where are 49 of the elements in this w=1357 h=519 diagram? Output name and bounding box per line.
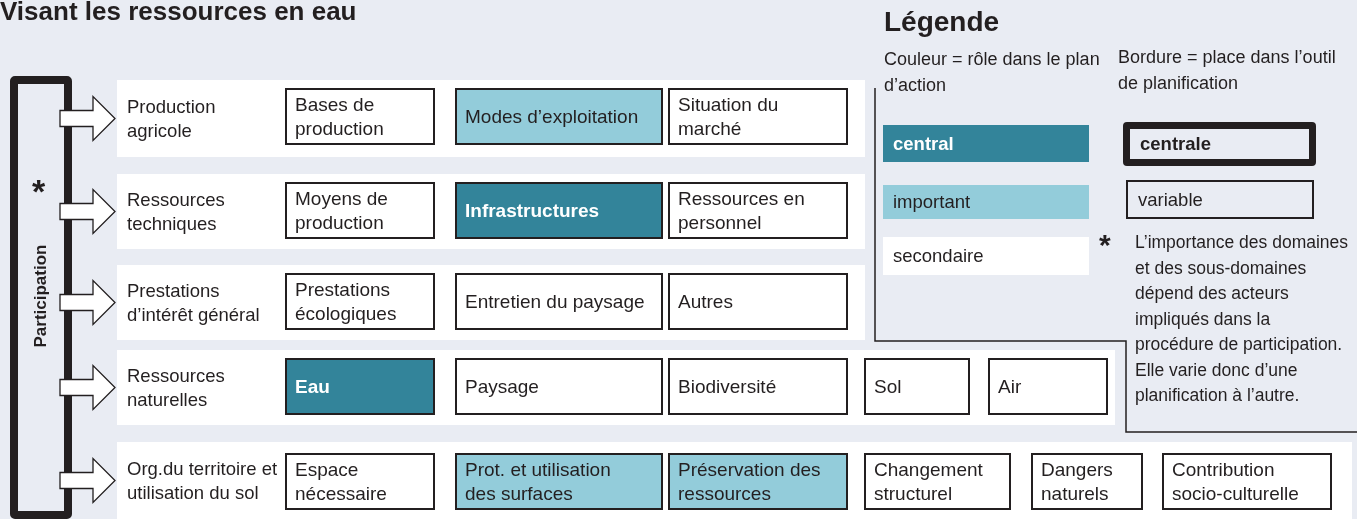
domain-band <box>117 265 865 340</box>
block-arrow <box>59 94 116 143</box>
subdomain-box: Air <box>988 358 1108 415</box>
footnote-text: L’importance des domaines et des sous-domaines dépend des acteurs impliqués dans la procédure de participation. Elle varie donc d’une planification à l’autre. <box>1135 231 1350 407</box>
legend-swatch: secondaire <box>883 237 1089 275</box>
subdomain-box: Prestations écologiques <box>285 273 435 330</box>
block-arrow <box>59 363 116 412</box>
domain-label: Org.du territoire et utilisation du sol <box>127 456 279 505</box>
domain-band <box>117 442 1352 519</box>
diagram-title: Visant les ressources en eau <box>0 0 357 27</box>
legend-heading: Couleur = rôle dans le plan d’action <box>884 48 1101 97</box>
subdomain-box: Eau <box>285 358 435 415</box>
subdomain-box: Entretien du paysage <box>455 273 663 330</box>
block-arrow <box>59 456 116 505</box>
subdomain-box: Dangers naturels <box>1031 453 1143 510</box>
subdomain-box: Situation du marché <box>668 88 848 145</box>
subdomain-box: Bases de production <box>285 88 435 145</box>
asterisk: * <box>1099 231 1111 259</box>
subdomain-box: Prot. et utilisation des surfaces <box>455 453 663 510</box>
legend-border-sample: centrale <box>1123 122 1316 166</box>
domain-label: Prestations d’intérêt général <box>127 278 261 327</box>
legend-swatch: central <box>883 125 1089 162</box>
subdomain-box: Autres <box>668 273 848 330</box>
legend-swatch: important <box>883 185 1089 219</box>
legend-title: Légende <box>884 6 1000 38</box>
legend-border-sample: variable <box>1126 180 1314 219</box>
subdomain-box: Changement structurel <box>864 453 1011 510</box>
asterisk: * <box>32 176 46 206</box>
domain-label: Ressources naturelles <box>127 363 226 412</box>
subdomain-box: Paysage <box>455 358 663 415</box>
participation-bar <box>10 76 72 519</box>
block-arrow <box>59 278 116 327</box>
subdomain-box: Ressources en personnel <box>668 182 848 239</box>
subdomain-box: Infrastructures <box>455 182 663 239</box>
subdomain-box: Contribution socio-culturelle <box>1162 453 1332 510</box>
domain-label: Ressources techniques <box>127 187 226 236</box>
block-arrow <box>59 187 116 236</box>
subdomain-box: Préservation des ressources <box>668 453 848 510</box>
subdomain-box: Modes d’exploitation <box>455 88 663 145</box>
subdomain-box: Biodiversité <box>668 358 848 415</box>
domain-band <box>117 174 865 249</box>
legend-heading: Bordure = place dans l’outil de planification <box>1118 46 1337 95</box>
subdomain-box: Moyens de production <box>285 182 435 239</box>
domain-band <box>117 350 1115 425</box>
subdomain-box: Sol <box>864 358 970 415</box>
subdomain-box: Espace nécessaire <box>285 453 435 510</box>
domain-label: Production agricole <box>127 94 217 143</box>
domain-band <box>117 80 865 157</box>
vertical-label: Participation <box>31 244 51 348</box>
